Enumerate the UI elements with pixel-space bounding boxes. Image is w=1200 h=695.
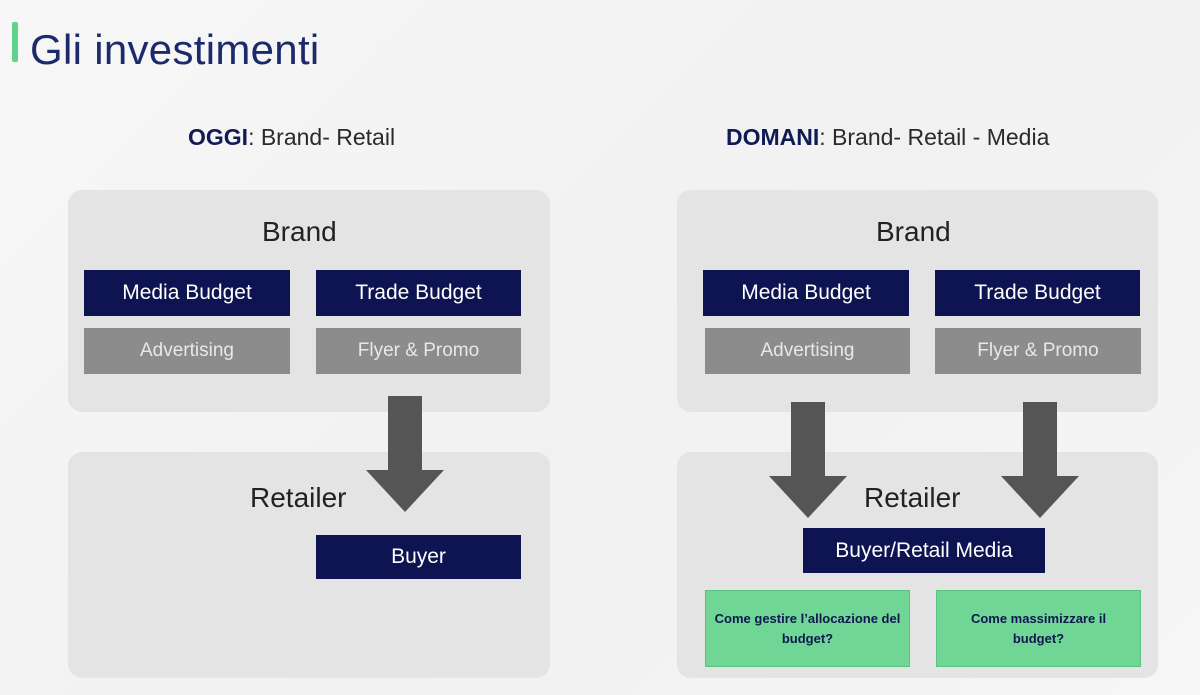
- right-right-down-arrow-icon: [1001, 402, 1079, 518]
- right-retailer-title: Retailer: [864, 482, 961, 513]
- title-accent-bar: [12, 22, 18, 62]
- right-allocation-question-box: Come gestire l’allocazione del budget?: [705, 590, 910, 667]
- right-heading-bold: DOMANI: [726, 124, 820, 150]
- right-buyer-retail-media-box: Buyer/Retail Media: [803, 528, 1045, 573]
- right-column-heading: DOMANI: Brand- Retail - Media: [726, 124, 1049, 151]
- left-heading-rest: : Brand- Retail: [248, 124, 396, 150]
- right-left-down-arrow-icon: [769, 402, 847, 518]
- right-heading-rest: : Brand- Retail - Media: [819, 124, 1050, 150]
- left-media-budget-box: Media Budget: [84, 270, 290, 316]
- left-retailer-title: Retailer: [250, 482, 347, 513]
- left-trade-budget-box: Trade Budget: [316, 270, 521, 316]
- right-flyer-promo-box: Flyer & Promo: [935, 328, 1141, 374]
- left-heading-bold: OGGI: [188, 124, 249, 150]
- right-advertising-box: Advertising: [705, 328, 910, 374]
- right-trade-budget-box: Trade Budget: [935, 270, 1140, 316]
- right-media-budget-box: Media Budget: [703, 270, 909, 316]
- left-buyer-box: Buyer: [316, 535, 521, 579]
- page-title: Gli investimenti: [30, 26, 320, 73]
- left-brand-title: Brand: [262, 216, 337, 247]
- right-maximize-question-box: Come massimizzare il budget?: [936, 590, 1141, 667]
- left-down-arrow-icon: [366, 396, 444, 512]
- left-advertising-box: Advertising: [84, 328, 290, 374]
- left-column-heading: OGGI: Brand- Retail: [188, 124, 395, 151]
- right-brand-title: Brand: [876, 216, 951, 247]
- left-flyer-promo-box: Flyer & Promo: [316, 328, 521, 374]
